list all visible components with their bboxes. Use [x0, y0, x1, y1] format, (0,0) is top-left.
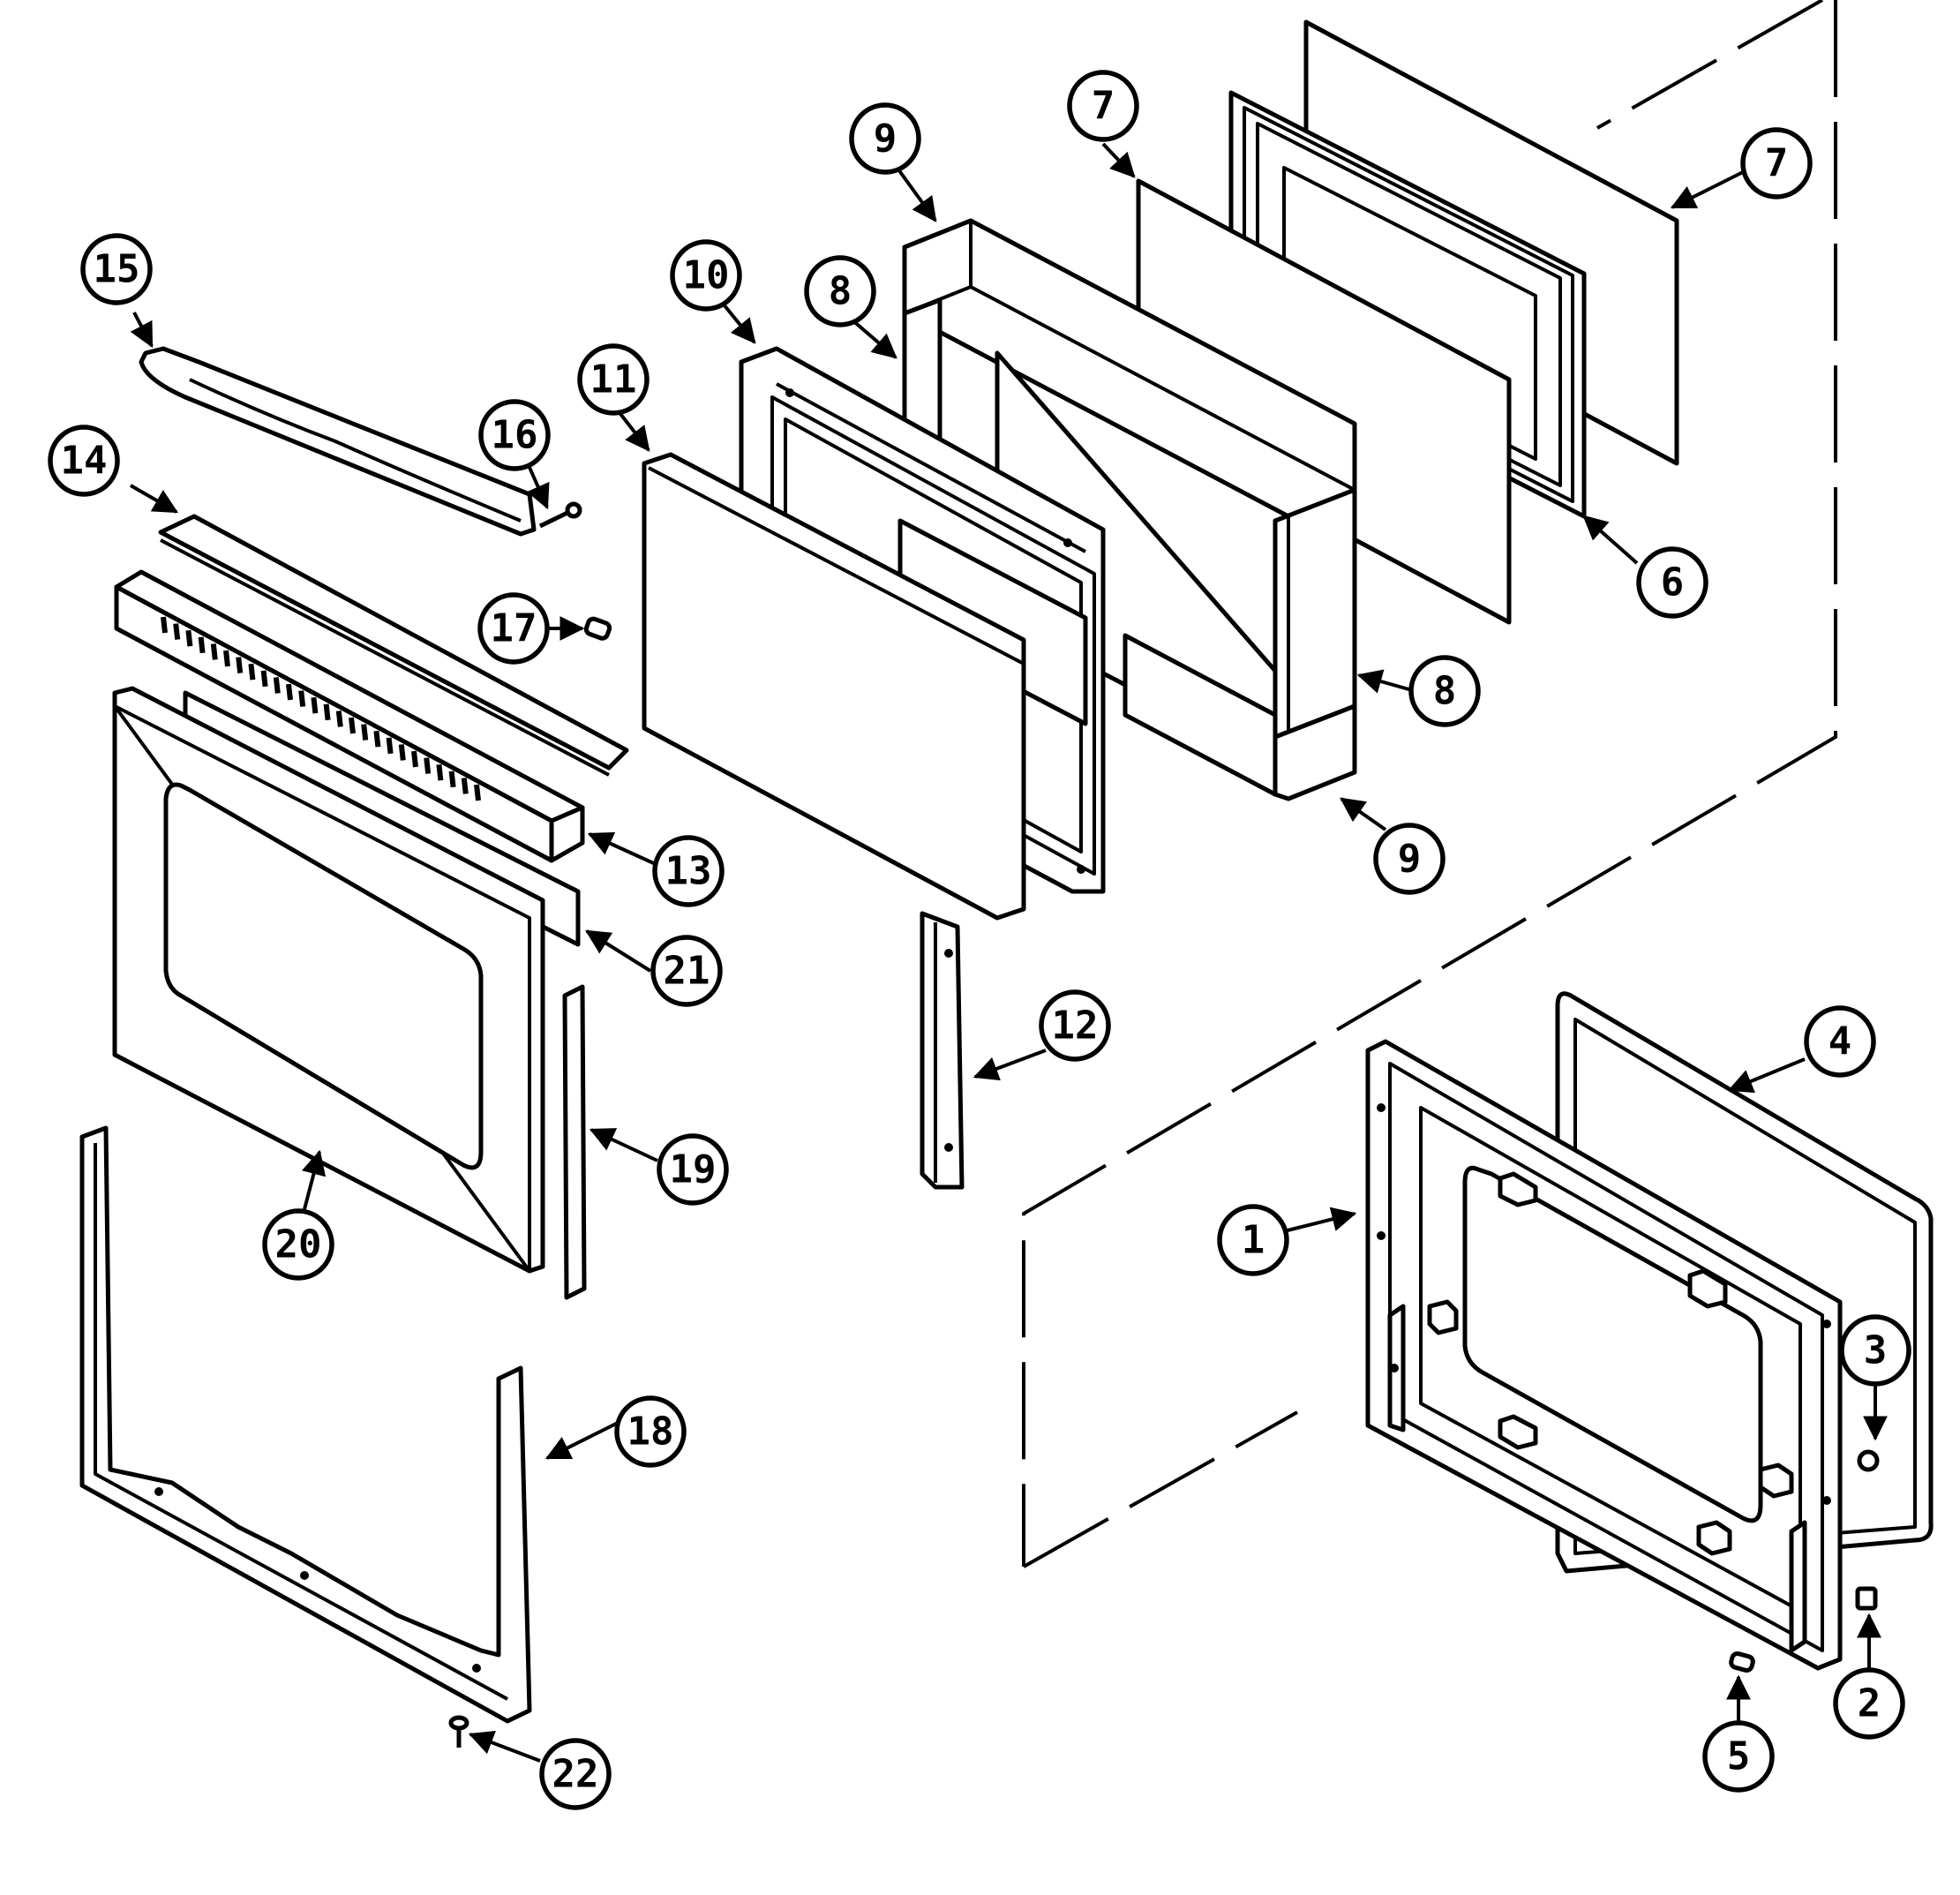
callout-17: 17 — [477, 592, 550, 665]
vent-slot — [474, 784, 481, 801]
callout-14: 14 — [48, 425, 120, 497]
part-lower-frame-18 — [79, 1125, 532, 1724]
callout-label: 11 — [590, 357, 637, 402]
callout-label: 8 — [1433, 669, 1457, 714]
part-fastener-3 — [1857, 1449, 1880, 1472]
part-screw-22 — [448, 1715, 469, 1748]
vent-slot — [273, 677, 281, 694]
callout-6: 6 — [1636, 546, 1708, 619]
vent-slot — [436, 763, 444, 781]
callout-label: 13 — [665, 849, 712, 894]
callout-22: 22 — [539, 1738, 612, 1810]
part-screw-16 — [538, 501, 582, 529]
vent-slot — [373, 730, 381, 748]
part-door-liner-1 — [1365, 1039, 1843, 1671]
vent-slot — [424, 757, 432, 774]
vent-slot — [173, 623, 181, 640]
callout-label: 9 — [874, 117, 897, 162]
callout-8-right: 8 — [1408, 655, 1481, 727]
callout-4: 4 — [1804, 1005, 1876, 1078]
callout-label: 9 — [1398, 837, 1422, 882]
callout-9-bottom: 9 — [1373, 823, 1446, 895]
part-glass-panel-11 — [642, 452, 1026, 921]
part-fastener-2 — [1855, 1586, 1878, 1611]
vent-slot — [286, 683, 293, 701]
callout-label: 18 — [627, 1410, 674, 1455]
part-vent-assembly-13 — [114, 569, 585, 863]
callout-16: 16 — [478, 399, 551, 471]
callout-label: 8 — [829, 269, 852, 314]
callout-label: 6 — [1661, 560, 1685, 605]
callout-label: 1 — [1242, 1218, 1265, 1263]
callout-3: 3 — [1839, 1314, 1911, 1387]
callout-label: 5 — [1727, 1734, 1751, 1779]
part-clip-17 — [583, 616, 612, 641]
callout-label: 12 — [1052, 1004, 1099, 1049]
callout-20: 20 — [262, 1208, 334, 1281]
vent-slot — [248, 663, 256, 681]
callout-label: 20 — [275, 1222, 322, 1267]
callout-label: 16 — [492, 413, 538, 458]
part-side-bracket-12 — [920, 911, 965, 1190]
dashed-boundary-lines — [1022, 0, 1837, 1568]
vent-slot — [311, 696, 319, 714]
vent-slot — [198, 636, 206, 654]
callout-label: 7 — [1092, 84, 1115, 129]
callout-label: 7 — [1765, 141, 1789, 186]
callout-19: 19 — [657, 1133, 729, 1206]
vent-slot — [236, 657, 244, 673]
vent-slot — [210, 643, 218, 660]
callout-21: 21 — [650, 935, 723, 1007]
callout-11: 11 — [577, 343, 650, 416]
callout-5: 5 — [1702, 1720, 1775, 1793]
callout-7-rear-glass: 7 — [1740, 127, 1813, 199]
callout-label: 2 — [1858, 1681, 1881, 1726]
vent-slot — [260, 670, 268, 688]
leader-lines — [130, 142, 1888, 1763]
callout-12: 12 — [1039, 989, 1111, 1062]
vent-slot — [386, 737, 394, 755]
vent-slot — [448, 771, 456, 788]
vent-slot — [361, 724, 369, 741]
vent-slot — [298, 690, 306, 707]
callout-label: 4 — [1829, 1019, 1852, 1064]
callout-label: 14 — [61, 439, 108, 484]
vent-slot — [323, 703, 331, 721]
callout-label: 10 — [683, 253, 730, 298]
vent-slot — [161, 616, 168, 634]
callout-label: 22 — [552, 1752, 599, 1797]
callout-8-left: 8 — [804, 255, 876, 327]
part-outer-door-20 — [112, 686, 545, 1274]
callout-15: 15 — [80, 233, 153, 305]
vent-slot — [461, 778, 469, 794]
vent-slot — [335, 711, 343, 727]
vent-slot — [411, 750, 418, 768]
part-clip-5 — [1729, 1651, 1755, 1673]
vent-slot — [223, 650, 230, 667]
vent-slot — [398, 744, 406, 761]
vent-slot — [185, 629, 193, 647]
callout-balloons: 7 7 6 9 8 8 9 10 — [48, 70, 1911, 1810]
callout-18: 18 — [614, 1395, 687, 1468]
callout-label: 21 — [664, 949, 710, 994]
part-side-trim-19 — [562, 984, 587, 1300]
part-insulation-9-8 — [902, 218, 1357, 801]
part-handle-15 — [139, 346, 537, 537]
callout-2: 2 — [1833, 1667, 1905, 1740]
callout-label: 3 — [1864, 1328, 1888, 1373]
callout-10: 10 — [670, 239, 742, 312]
callout-1: 1 — [1217, 1204, 1289, 1276]
callout-9-top: 9 — [849, 102, 921, 175]
callout-label: 17 — [491, 606, 537, 651]
callout-label: 19 — [670, 1147, 717, 1192]
callout-13: 13 — [652, 835, 725, 907]
callout-label: 15 — [94, 247, 140, 292]
part-top-trim-14 — [158, 514, 629, 777]
callout-7-inner-glass: 7 — [1067, 70, 1139, 142]
vent-slot — [349, 717, 356, 734]
